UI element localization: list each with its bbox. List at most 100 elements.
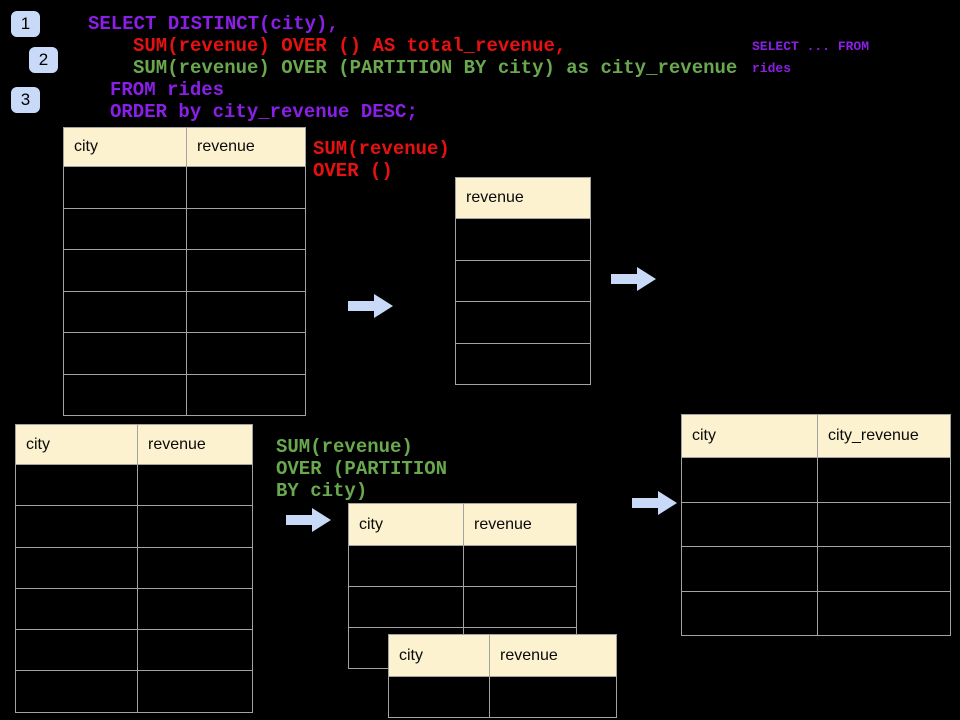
sql-line-from: FROM rides [110, 79, 225, 101]
table-cell [682, 458, 818, 502]
table-cell [682, 502, 818, 547]
table-row [16, 670, 252, 712]
table-row [16, 505, 252, 547]
table-cell [187, 292, 305, 333]
table-header-row: city revenue [389, 635, 616, 676]
table-cell [456, 261, 590, 302]
table-row [64, 249, 305, 291]
table-cell [138, 630, 252, 670]
sql-line-select: SELECT DISTINCT(city), [88, 13, 339, 35]
arrow-right-icon [632, 491, 677, 515]
table-row [64, 207, 305, 250]
column-header-city: city [682, 415, 818, 457]
table-header-row: revenue [456, 178, 590, 218]
arrow-right-icon [286, 508, 331, 532]
step-badge-1: 1 [11, 11, 40, 37]
table-row [682, 590, 950, 636]
table-cell [389, 677, 490, 717]
table-row [456, 301, 590, 343]
table-row [16, 464, 252, 506]
column-header-city: city [389, 635, 490, 676]
table-cell [64, 374, 187, 415]
table-partition-mid: city revenue [348, 503, 577, 669]
table-cell [138, 506, 252, 546]
table-total-revenue-result: revenue [455, 177, 591, 385]
table-cell [818, 503, 950, 547]
table-cell [138, 548, 252, 588]
sql-line-partition: SUM(revenue) OVER (PARTITION BY city) as… [133, 57, 738, 79]
sql-line-total: SUM(revenue) OVER () AS total_revenue, [133, 35, 567, 57]
table-row [16, 546, 252, 588]
table-cell [16, 506, 138, 547]
table-row [64, 332, 305, 374]
table-cell [456, 344, 590, 385]
table-row [64, 290, 305, 333]
side-note-select-from: SELECT ... FROM rides [752, 39, 870, 76]
step-badge-2: 2 [29, 47, 58, 73]
table-cell [64, 291, 187, 332]
table-row [64, 166, 305, 208]
table-row [682, 501, 950, 547]
column-header-city: city [64, 128, 187, 166]
column-header-city: city [349, 504, 464, 545]
arrow-right-icon [611, 267, 656, 291]
table-cell [818, 547, 950, 591]
table-header-row: city revenue [16, 425, 252, 464]
column-header-revenue: revenue [474, 515, 532, 533]
table-cell [818, 458, 950, 502]
table-row [389, 676, 616, 717]
table-cell [64, 208, 187, 249]
table-cell [349, 546, 464, 586]
table-row [456, 342, 590, 385]
table-body [389, 676, 616, 717]
table-body [682, 457, 950, 636]
table-cell [187, 167, 305, 208]
table-body [456, 218, 590, 384]
table-header-row: city revenue [349, 504, 576, 545]
table-cell [64, 167, 187, 208]
table-cell [138, 465, 252, 505]
table-row [682, 457, 950, 502]
table-cell [138, 671, 252, 711]
table-cell [16, 547, 138, 588]
annotation-total-revenue: SUM(revenue) OVER () [313, 138, 450, 182]
column-header-revenue: revenue [148, 435, 206, 453]
table-row [456, 259, 590, 302]
step-badge-3: 3 [11, 87, 40, 113]
column-header-revenue: revenue [197, 138, 255, 155]
table-source-top: city revenue [63, 127, 306, 416]
table-body [64, 166, 305, 415]
column-header-revenue: revenue [500, 646, 558, 664]
table-cell [187, 209, 305, 250]
table-cell [349, 587, 464, 627]
annotation-partition: SUM(revenue) OVER (PARTITION BY city) [276, 436, 448, 502]
table-city-revenue-result: city city_revenue [681, 414, 951, 637]
table-cell [16, 588, 138, 630]
table-header-row: city revenue [64, 128, 305, 166]
table-header-row: city city_revenue [682, 415, 950, 457]
table-row [456, 218, 590, 260]
table-cell [456, 302, 590, 343]
table-cell [464, 587, 576, 627]
table-cell [490, 677, 616, 717]
table-cell [16, 465, 138, 506]
table-cell [187, 333, 305, 374]
table-cell [16, 671, 138, 712]
table-row [682, 546, 950, 591]
table-cell [456, 219, 590, 260]
table-cell [682, 591, 818, 636]
table-cell [16, 630, 138, 671]
table-row [16, 587, 252, 630]
sql-line-order: ORDER by city_revenue DESC; [110, 101, 418, 123]
column-header-city-revenue: city_revenue [828, 427, 919, 444]
table-row [16, 629, 252, 671]
table-cell [818, 592, 950, 636]
table-cell [187, 375, 305, 416]
column-header-city: city [16, 425, 138, 464]
table-cell [138, 589, 252, 629]
table-source-bottom: city revenue [15, 424, 253, 713]
table-row [349, 586, 576, 627]
table-row [64, 373, 305, 416]
table-partition-overlap: city revenue [388, 634, 617, 718]
